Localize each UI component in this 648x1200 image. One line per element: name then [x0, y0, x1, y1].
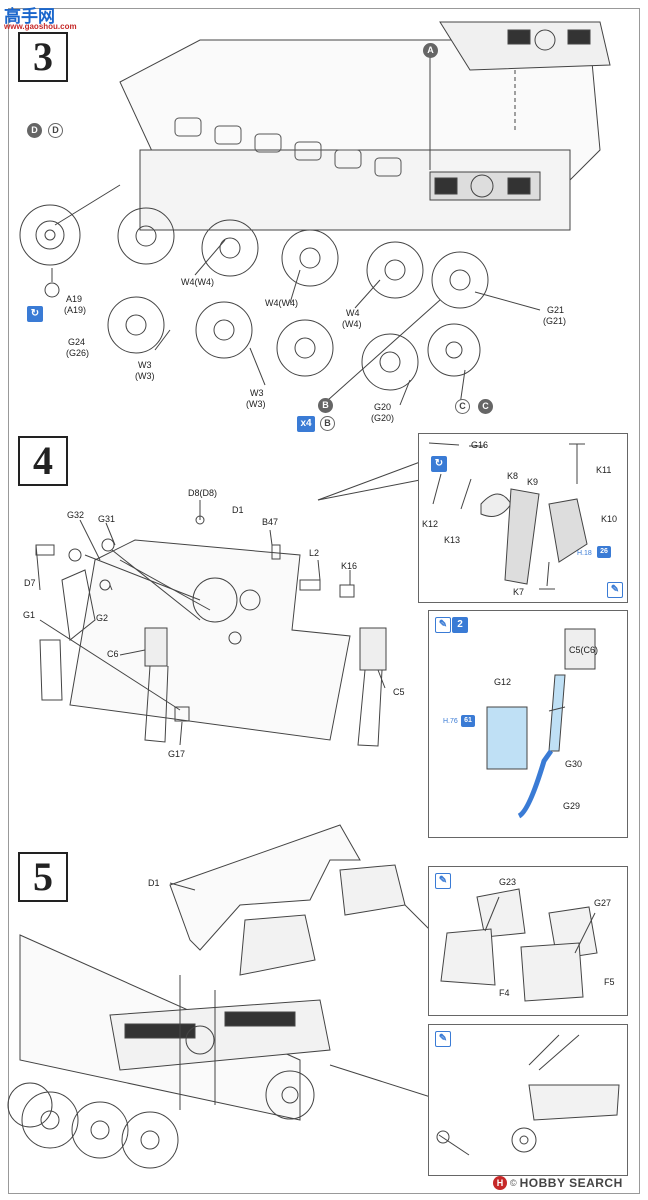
label-w4-c: W4 — [346, 308, 360, 318]
quantity-x2-tag: 2 — [452, 617, 468, 633]
label-d8: D8(D8) — [188, 488, 218, 498]
inset-plates-drawing — [440, 888, 598, 1002]
ref-h76: H.76 — [443, 718, 458, 725]
label-g20: G20 — [374, 402, 392, 412]
label-f4: F4 — [499, 988, 510, 998]
hobby-search-text: HOBBY SEARCH — [519, 1176, 623, 1190]
watermark-bottom: H © HOBBY SEARCH — [493, 1174, 623, 1192]
step-number-3: 3 — [18, 32, 68, 82]
label-d7: D7 — [24, 578, 36, 588]
label-g30: G30 — [565, 759, 583, 769]
label-g26: (G26) — [66, 348, 90, 358]
rotate-icon: ↻ — [27, 306, 43, 322]
label-g23: G23 — [499, 877, 517, 887]
label-g21-alt: (G21) — [543, 316, 567, 326]
quantity-x4-tag: x4 — [297, 416, 315, 432]
label-k7: K7 — [513, 587, 525, 597]
label-g31: G31 — [98, 514, 116, 524]
step4-inset-exhaust: ✎ 2 C5(C6) G12 G30 G29 H.76 61 — [428, 610, 628, 838]
label-g27: G27 — [594, 898, 612, 908]
label-k9: K9 — [527, 477, 539, 487]
callout-badge-c-alt: C — [455, 399, 470, 414]
label-w4-b: W4(W4) — [265, 298, 298, 308]
label-g17: G17 — [168, 749, 186, 759]
label-g16: G16 — [471, 440, 489, 450]
label-w4-a: W4(W4) — [181, 277, 214, 287]
label-k13: K13 — [444, 535, 461, 545]
label-k12: K12 — [422, 519, 439, 529]
label-c5: C5 — [393, 687, 405, 697]
inset-exhaust-drawing — [486, 628, 596, 819]
label-w3-a: W3 — [138, 360, 152, 370]
callout-badge-a: A — [423, 43, 438, 58]
label-w3-a-alt: (W3) — [135, 371, 155, 381]
rotate-icon: ↻ — [431, 456, 447, 472]
label-l2: L2 — [309, 548, 320, 558]
label-w3-b: W3 — [250, 388, 264, 398]
label-g21: G21 — [547, 305, 565, 315]
label-g2: G2 — [96, 613, 109, 623]
copyright-mark: © — [510, 1178, 517, 1188]
label-k16: K16 — [341, 561, 358, 571]
step-number-5: 5 — [18, 852, 68, 902]
inset-detail-drawing — [436, 1034, 620, 1156]
ref-number-26: 26 — [597, 546, 611, 558]
step-number-4: 4 — [18, 436, 68, 486]
inset-suspension-drawing — [428, 442, 588, 590]
label-a19: A19 — [66, 294, 83, 304]
label-c6: C6 — [107, 649, 119, 659]
callout-badge-c: C — [478, 399, 493, 414]
callout-badge-d-alt: D — [48, 123, 63, 138]
label-g1: G1 — [23, 610, 36, 620]
label-k8: K8 — [507, 471, 519, 481]
label-g32: G32 — [67, 510, 85, 520]
ref-number-61: 61 — [461, 715, 475, 727]
label-g20-alt: (G20) — [371, 413, 395, 423]
label-d1: D1 — [232, 505, 244, 515]
paint-icon: ✎ — [435, 617, 451, 633]
label-d1-step5: D1 — [148, 878, 160, 888]
label-b47: B47 — [262, 517, 279, 527]
watermark-brand: 高手网 — [4, 7, 55, 26]
instruction-sheet — [8, 8, 640, 1194]
ref-h18: H.18 — [577, 550, 592, 557]
hobby-search-logo: H — [493, 1176, 507, 1190]
step5-inset-detail: ✎ — [428, 1024, 628, 1176]
label-w4-c-alt: (W4) — [342, 319, 362, 329]
step4-inset-suspension: G16 ↻ K8 K9 K11 K12 K13 K10 K7 H.18 26 ✎ — [418, 433, 628, 603]
paint-icon: ✎ — [435, 1031, 451, 1047]
label-k10: K10 — [601, 514, 618, 524]
callout-badge-b-alt: B — [320, 416, 335, 431]
label-g24: G24 — [68, 337, 86, 347]
label-f5: F5 — [604, 977, 615, 987]
watermark-url: www.gaoshou.com — [4, 22, 77, 31]
paint-icon: ✎ — [607, 582, 623, 598]
label-c5c6: C5(C6) — [569, 645, 599, 655]
step5-inset-plates: ✎ G23 G27 F4 F5 — [428, 866, 628, 1016]
label-w3-b-alt: (W3) — [246, 399, 266, 409]
callout-badge-d: D — [27, 123, 42, 138]
label-g12: G12 — [494, 677, 512, 687]
paint-icon: ✎ — [435, 873, 451, 889]
label-g29: G29 — [563, 801, 581, 811]
label-a19-alt: (A19) — [64, 305, 87, 315]
label-k11: K11 — [596, 465, 612, 475]
callout-badge-b: B — [318, 398, 333, 413]
watermark-top: 高手网 — [4, 2, 55, 27]
